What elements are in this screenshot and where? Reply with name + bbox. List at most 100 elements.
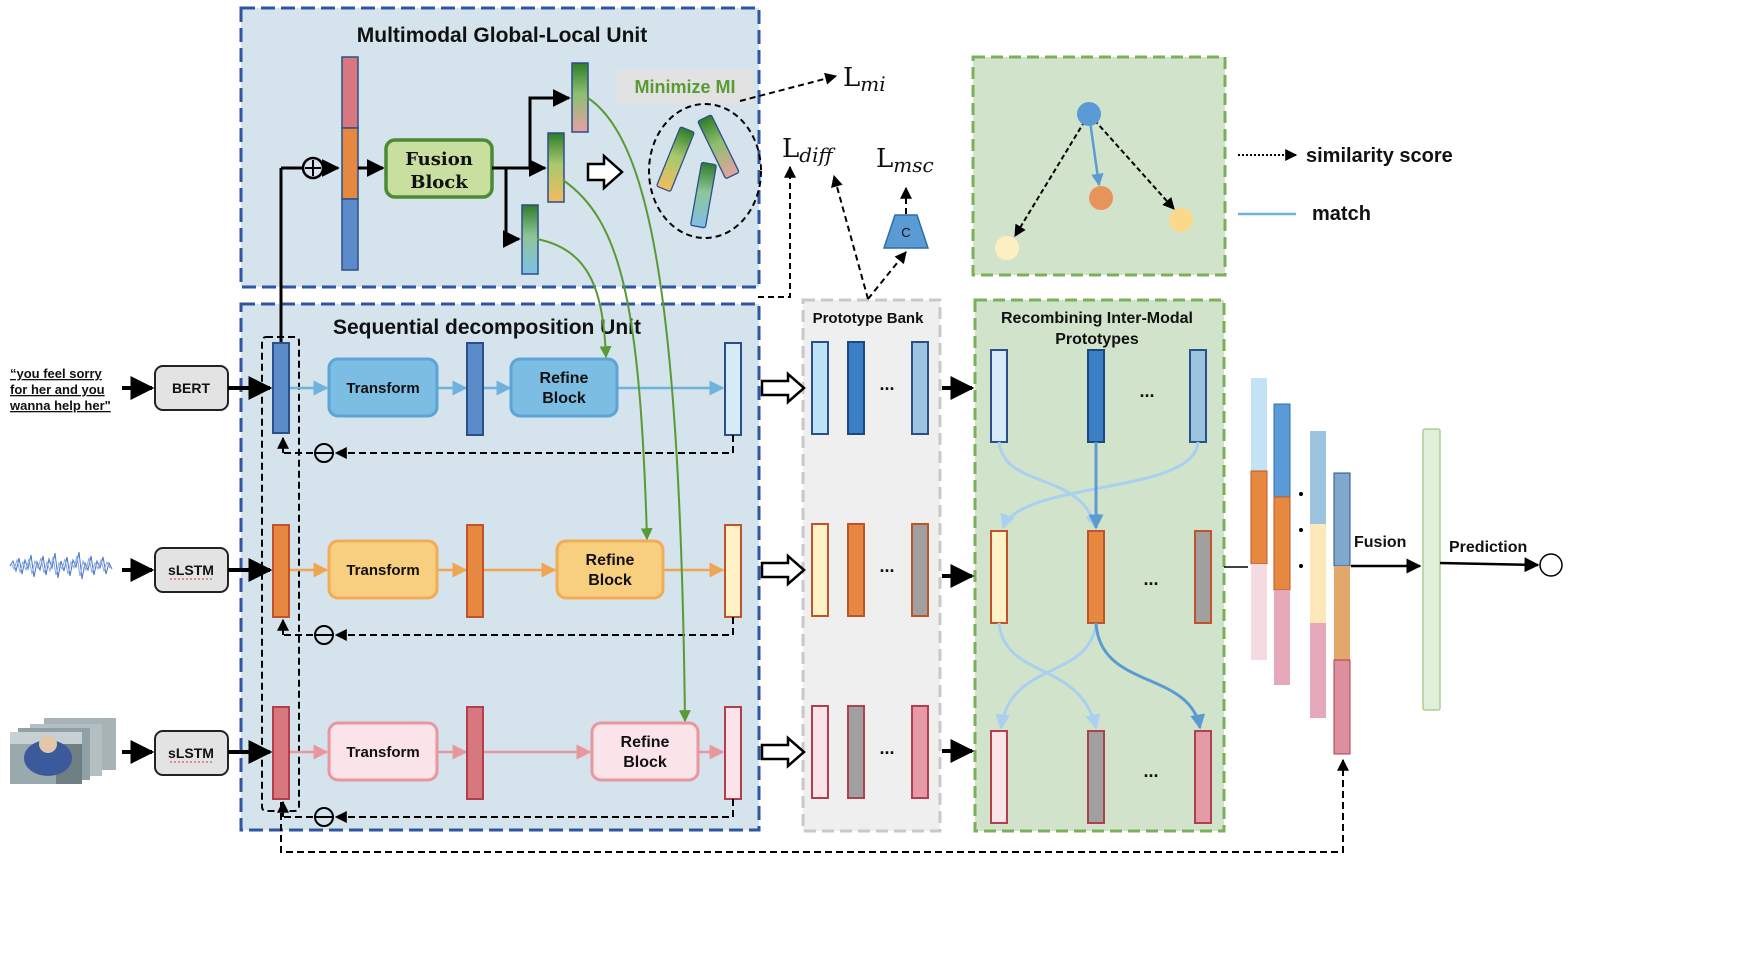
input-text-line2: for her and you (10, 382, 105, 397)
text-feature-mid (466, 342, 484, 436)
recombine-title-line1: Recombining Inter-Modal (1001, 310, 1193, 327)
bank-to-loss-arrows (831, 174, 912, 300)
recombine-text-proto-2 (1087, 349, 1105, 443)
refine-block-video (590, 721, 700, 782)
audio-feature-input (272, 524, 290, 618)
transform-block-video (327, 721, 439, 782)
global-to-refine-curves (536, 97, 691, 723)
global-feature-mid (547, 132, 565, 203)
video-feature-mid (466, 706, 484, 800)
refine-audio-label-2: Block (588, 572, 632, 589)
global-feature-bottom (521, 204, 539, 275)
bank-text-proto-3 (911, 341, 929, 435)
transform-block-text (327, 357, 439, 418)
anchor-node (1077, 102, 1101, 126)
mi-ellipse (648, 103, 762, 239)
recombine-text-proto-1 (990, 349, 1008, 443)
recombine-audio-proto-2 (1087, 530, 1105, 624)
similarity-graph (995, 102, 1193, 260)
refine-audio-label-1: Refine (586, 552, 635, 569)
video-frames-icon (10, 718, 116, 784)
similar-node-left (995, 236, 1019, 260)
prototype-bank-title: Prototype Bank (813, 310, 925, 327)
transform-video-label: Transform (346, 744, 419, 761)
classifier-trapezoid (882, 214, 930, 249)
fusion-output-vector (1422, 428, 1441, 711)
recombine-video-proto-2 (1087, 730, 1105, 824)
minimize-mi-label: Minimize MI (634, 77, 735, 97)
global-feature-top (571, 62, 589, 133)
input-text-line3: wanna help her" (9, 398, 111, 413)
concat-orange-segment (341, 127, 359, 200)
refine-text-label-1: Refine (540, 370, 589, 387)
lmi-arrow (739, 72, 838, 102)
prediction-output-node (1539, 553, 1563, 577)
recombine-video-ellipsis: ... (1143, 761, 1158, 781)
refine-video-label-2: Block (623, 754, 667, 771)
bank-text-proto-1 (811, 341, 829, 435)
recombine-text-ellipsis: ... (1139, 381, 1154, 401)
refine-block-audio (555, 539, 665, 600)
recombine-video-proto-3 (1194, 730, 1212, 824)
mi-feature-blue (690, 161, 717, 229)
fusion-output-label: Fusion (1354, 534, 1406, 551)
recombine-title-line2: Prototypes (1055, 331, 1139, 348)
concat-feed (279, 156, 340, 342)
subtraction-feedback-loops (277, 435, 734, 827)
output-stacks (1250, 378, 1351, 755)
slstm-audio-label: sLSTM (168, 562, 214, 578)
bank-video-proto-2 (847, 705, 865, 799)
bank-text-proto-2 (847, 341, 865, 435)
bank-audio-ellipsis: ... (879, 556, 894, 576)
match-curves (995, 441, 1206, 730)
fusion-branch-arrows (492, 89, 571, 248)
prediction-label: Prediction (1449, 539, 1527, 556)
loss-msc: Lmsc (876, 144, 934, 177)
text-feature-output (724, 342, 742, 436)
audio-waveform-icon (9, 551, 113, 580)
refine-video-label-1: Refine (621, 734, 670, 751)
bank-text-ellipsis: ... (879, 374, 894, 394)
video-feature-input (272, 706, 290, 800)
mglu-title: Multimodal Global-Local Unit (357, 24, 648, 47)
similar-node-right (1169, 208, 1193, 232)
bank-video-proto-1 (811, 705, 829, 799)
text-feature-input (272, 342, 290, 434)
recombine-audio-ellipsis: ... (1143, 569, 1158, 589)
bank-video-ellipsis: ... (879, 738, 894, 758)
fusion-block-label-1: Fusion (405, 149, 473, 170)
bert-label: BERT (172, 380, 211, 396)
loss-mi: Lmi (843, 63, 886, 96)
bank-to-recombine-arrows (942, 376, 975, 763)
input-text-line1: “you feel sorry (10, 366, 103, 381)
fusion-block-label-2: Block (410, 172, 468, 193)
bank-audio-proto-1 (811, 523, 829, 617)
loss-diff: Ldiff (782, 134, 836, 167)
ldiff-feed-arrow (758, 165, 796, 298)
concat-pink-segment (341, 56, 359, 129)
prediction-arrow (1439, 557, 1540, 573)
audio-feature-mid (466, 524, 484, 618)
video-feature-output (724, 706, 742, 800)
skip-connection-arrow (280, 758, 1349, 853)
transform-audio-label: Transform (346, 562, 419, 579)
recombine-text-proto-3 (1189, 349, 1207, 443)
hollow-arrow (586, 153, 624, 191)
sdu-title: Sequential decomposition Unit (333, 316, 641, 339)
similarity-panel (971, 55, 1227, 277)
bank-audio-proto-2 (847, 523, 865, 617)
legend-similarity-label: similarity score (1306, 145, 1453, 167)
mi-feature-orange (656, 126, 695, 192)
audio-feature-output (724, 524, 742, 618)
minimize-mi-box (617, 70, 753, 104)
concat-blue-segment (341, 198, 359, 271)
recombine-audio-proto-3 (1194, 530, 1212, 624)
bank-audio-proto-3 (911, 523, 929, 617)
mi-feature-pink (697, 114, 740, 179)
classifier-label: C (901, 225, 910, 240)
refine-block-text (509, 357, 619, 418)
recombine-video-proto-1 (990, 730, 1008, 824)
refine-text-label-2: Block (542, 390, 586, 407)
transform-text-label: Transform (346, 380, 419, 397)
